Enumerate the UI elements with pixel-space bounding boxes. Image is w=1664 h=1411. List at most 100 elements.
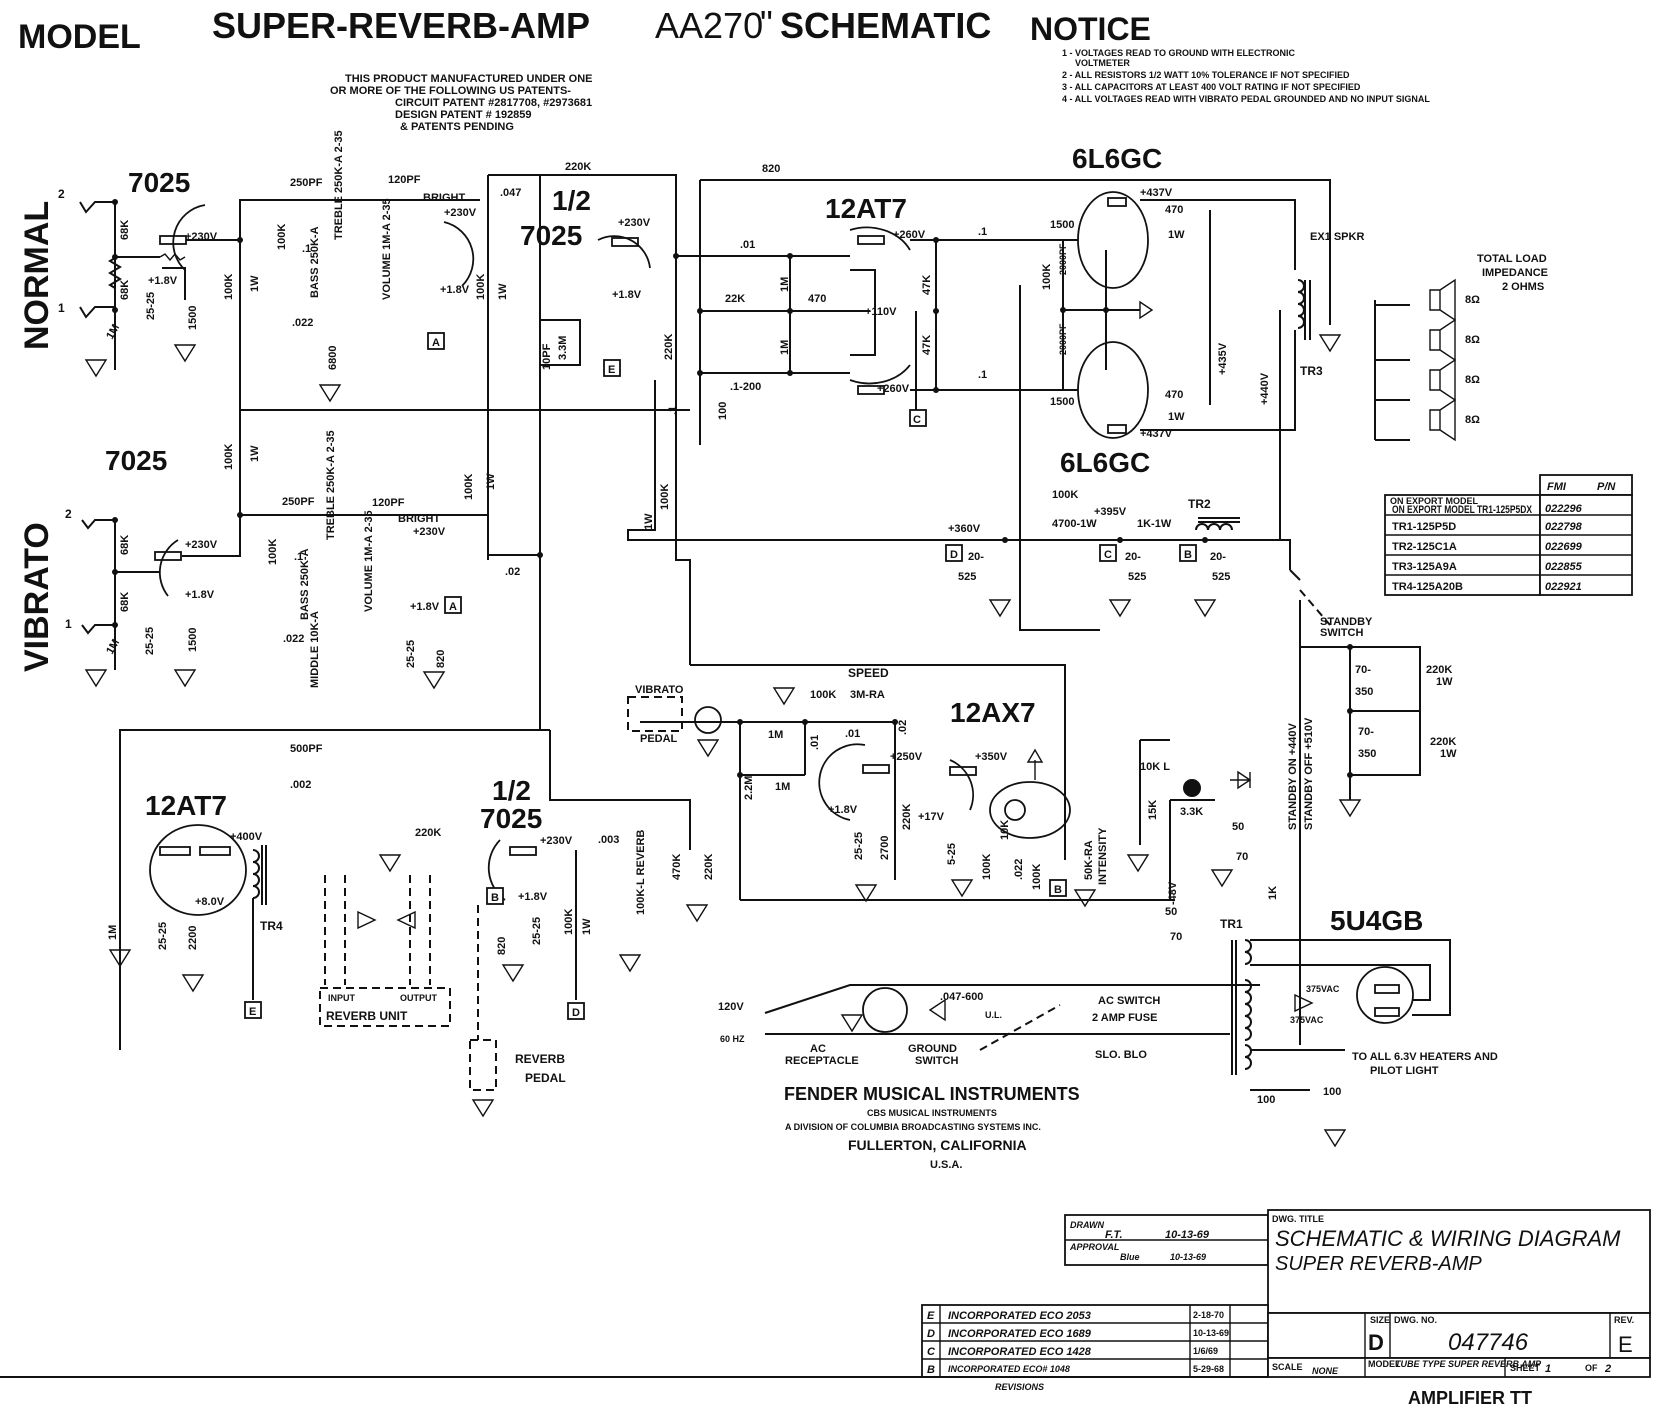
- svg-text:+8.0V: +8.0V: [195, 896, 225, 908]
- svg-text:1500: 1500: [187, 306, 199, 330]
- svg-text:.022: .022: [292, 317, 313, 329]
- notice-title: NOTICE: [1030, 11, 1151, 47]
- svg-text:PEDAL: PEDAL: [525, 1071, 566, 1085]
- svg-text:NONE: NONE: [1312, 1366, 1339, 1376]
- svg-text:22K: 22K: [725, 293, 745, 305]
- svg-text:BASS 250K-A: BASS 250K-A: [309, 226, 321, 298]
- svg-text:2.2M: 2.2M: [743, 776, 755, 800]
- schematic-label: SCHEMATIC: [780, 5, 991, 46]
- svg-text:1M: 1M: [768, 729, 783, 741]
- svg-text:220K: 220K: [901, 804, 913, 830]
- svg-text:+250V: +250V: [890, 751, 923, 763]
- svg-text:TR2: TR2: [1188, 497, 1211, 511]
- svg-text:100: 100: [1323, 1086, 1341, 1098]
- svg-text:A: A: [449, 601, 457, 613]
- svg-text:220K: 220K: [1430, 736, 1456, 748]
- svg-text:220K: 220K: [663, 334, 675, 360]
- svg-text:525: 525: [1212, 571, 1230, 583]
- svg-text:D: D: [950, 549, 958, 561]
- svg-text:20-: 20-: [968, 551, 984, 563]
- svg-text:SLO. BLO: SLO. BLO: [1095, 1049, 1147, 1061]
- svg-text:1M: 1M: [779, 340, 791, 355]
- svg-text:220K: 220K: [703, 854, 715, 880]
- notice-list: 1 - VOLTAGES READ TO GROUND WITH ELECTRO…: [1062, 48, 1430, 104]
- svg-text:1M: 1M: [775, 781, 790, 793]
- svg-text:.1: .1: [302, 243, 311, 255]
- mains-rectifier: 120V 60 HZ AC RECEPTACLE .047-600 U.L. G…: [718, 886, 1498, 1147]
- svg-text:1W: 1W: [497, 283, 509, 300]
- svg-text:.02: .02: [505, 566, 520, 578]
- svg-text:TR3: TR3: [1300, 364, 1323, 378]
- svg-text:820: 820: [762, 163, 780, 175]
- svg-text:1K-1W: 1K-1W: [1137, 518, 1172, 530]
- model-label: MODEL: [18, 18, 141, 56]
- svg-text:25-25: 25-25: [853, 832, 865, 860]
- svg-text:1W: 1W: [249, 275, 261, 292]
- svg-text:3.3K: 3.3K: [1180, 806, 1203, 818]
- svg-text:BRIGHT: BRIGHT: [398, 513, 440, 525]
- svg-text:5-25: 5-25: [946, 843, 958, 865]
- svg-text:OF: OF: [1585, 1363, 1598, 1373]
- svg-text:.022: .022: [283, 633, 304, 645]
- svg-text:1/2: 1/2: [552, 185, 591, 216]
- svg-text:10-13-69: 10-13-69: [1170, 1252, 1206, 1262]
- svg-text:3.3M: 3.3M: [557, 336, 569, 360]
- svg-text:20-: 20-: [1210, 551, 1226, 563]
- svg-text:15K: 15K: [1147, 800, 1159, 820]
- table-row: TR4-125A20B: [1392, 581, 1463, 593]
- table-row: TR1-125P5D: [1392, 521, 1456, 533]
- svg-text:C: C: [913, 414, 921, 426]
- svg-text:+1.8V: +1.8V: [148, 275, 178, 287]
- svg-text:022855: 022855: [1545, 561, 1583, 573]
- svg-text:470: 470: [808, 293, 826, 305]
- svg-text:VOLUME 1M-A 2-35: VOLUME 1M-A 2-35: [363, 510, 375, 612]
- svg-text:PEDAL: PEDAL: [640, 733, 678, 745]
- svg-text:SWITCH: SWITCH: [915, 1055, 958, 1067]
- svg-text:3 - ALL CAPACITORS AT LEAST 40: 3 - ALL CAPACITORS AT LEAST 400 VOLT RAT…: [1062, 82, 1361, 92]
- svg-text:50K-RA: 50K-RA: [1083, 840, 1095, 880]
- svg-text:U.S.A.: U.S.A.: [930, 1159, 962, 1171]
- svg-text:100K: 100K: [1031, 864, 1043, 890]
- svg-text:.01: .01: [809, 735, 821, 750]
- svg-text:+230V: +230V: [444, 207, 477, 219]
- svg-text:470: 470: [1165, 204, 1183, 216]
- svg-text:525: 525: [958, 571, 976, 583]
- channel-label-vibrato: VIBRATO: [18, 522, 56, 672]
- svg-text:VOLTMETER: VOLTMETER: [1075, 58, 1130, 68]
- svg-text:.047-600: .047-600: [940, 991, 983, 1003]
- svg-text:+350V: +350V: [975, 751, 1008, 763]
- tube-label-v9: 5U4GB: [1330, 905, 1423, 936]
- svg-text:1W: 1W: [1436, 676, 1453, 688]
- svg-text:100K: 100K: [463, 474, 475, 500]
- svg-text:100K: 100K: [267, 539, 279, 565]
- svg-text:6800: 6800: [327, 346, 339, 370]
- svg-text:100K-L REVERB: 100K-L REVERB: [635, 830, 647, 915]
- title-block: DRAWN F.T. 10-13-69 APPROVAL Blue 10-13-…: [0, 1209, 1651, 1408]
- svg-text:4700-1W: 4700-1W: [1052, 518, 1097, 530]
- svg-text:10-13-69: 10-13-69: [1193, 1328, 1229, 1338]
- svg-text:REVISIONS: REVISIONS: [995, 1382, 1044, 1392]
- svg-text:350: 350: [1355, 686, 1373, 698]
- svg-text:TUBE TYPE SUPER REVERB AMP: TUBE TYPE SUPER REVERB AMP: [1395, 1359, 1542, 1369]
- svg-text:+435V: +435V: [1217, 342, 1229, 375]
- svg-text:25-25: 25-25: [145, 292, 157, 320]
- svg-text:1/2: 1/2: [492, 775, 531, 806]
- tube-label-v7: 7025: [480, 803, 542, 834]
- svg-text:220K: 220K: [415, 827, 441, 839]
- svg-text:+1.8V: +1.8V: [612, 289, 642, 301]
- svg-text:47K: 47K: [921, 335, 933, 355]
- svg-text:1W: 1W: [485, 473, 497, 490]
- svg-text:OUTPUT: OUTPUT: [400, 993, 438, 1003]
- svg-text:20-: 20-: [1125, 551, 1141, 563]
- svg-text:.1: .1: [978, 226, 987, 238]
- svg-text:+1.8V: +1.8V: [518, 891, 548, 903]
- transformer-part-table: FMI P/N ON EXPORT MODEL ON EXPORT MODEL …: [1384, 474, 1633, 596]
- svg-text:2: 2: [65, 507, 72, 521]
- tube-label-v5-bottom: 6L6GC: [1060, 447, 1150, 478]
- reverb-section: 500PF 12AT7 .002 +400V +8.0V 25-25 2200 …: [107, 729, 715, 1117]
- svg-text:EX1 SPKR: EX1 SPKR: [1310, 231, 1364, 243]
- svg-text:100K: 100K: [1041, 264, 1053, 290]
- svg-text:70-: 70-: [1355, 664, 1371, 676]
- svg-text:100: 100: [1257, 1094, 1275, 1106]
- svg-text:525: 525: [1128, 571, 1146, 583]
